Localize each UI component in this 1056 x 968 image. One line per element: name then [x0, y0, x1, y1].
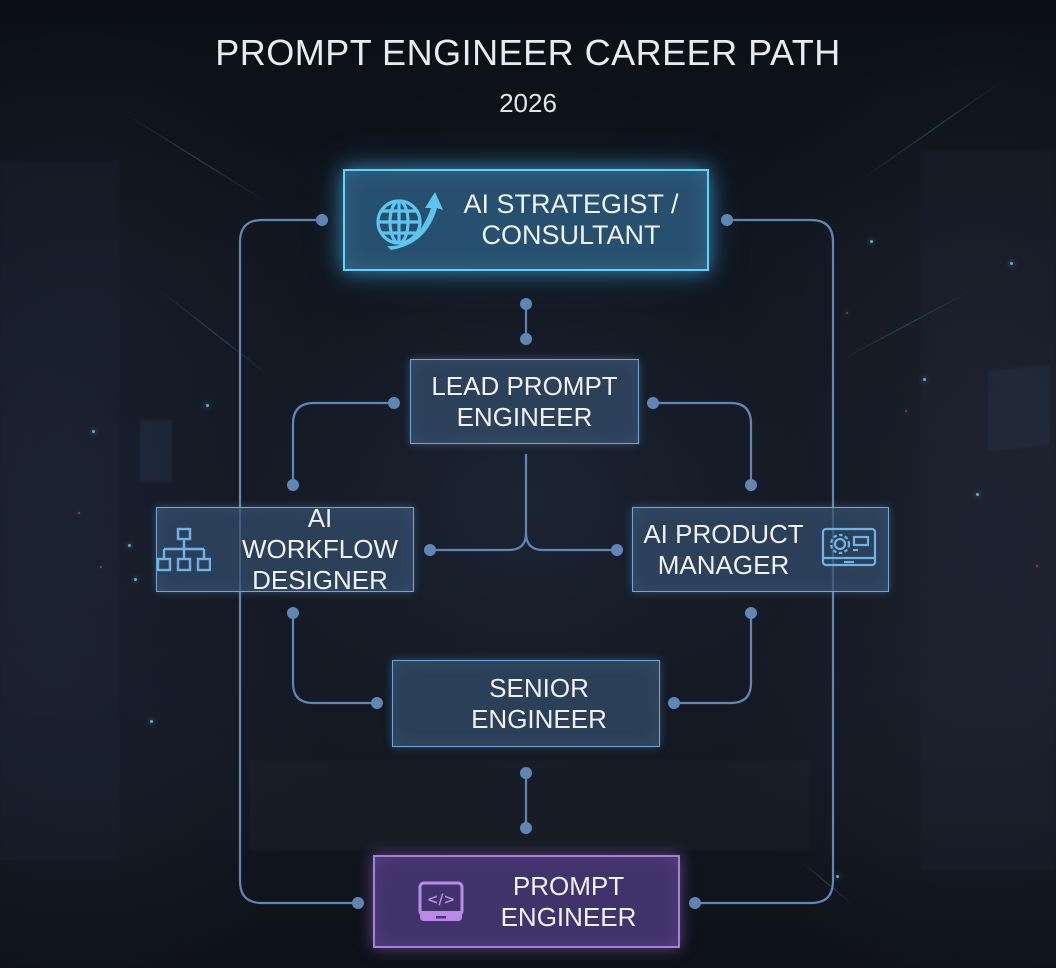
bg-particle — [128, 544, 131, 547]
bg-particle — [150, 720, 153, 723]
node-label: SENIOR ENGINEER — [471, 672, 607, 734]
node-lead-prompt-engineer[interactable]: LEAD PROMPT ENGINEER — [410, 359, 639, 444]
year-subtitle: 2026 — [499, 88, 557, 118]
bg-particle — [905, 410, 907, 412]
page-title: PROMPT ENGINEER CAREER PATH — [215, 32, 841, 73]
bg-particle — [1010, 262, 1013, 265]
bg-particle — [134, 578, 137, 581]
connector-lead-branch — [430, 454, 528, 552]
node-ai-product-manager[interactable]: AI PRODUCT MANAGER — [632, 507, 889, 592]
globe-growth-arrow-icon — [373, 188, 445, 252]
node-ai-workflow-designer[interactable]: AI WORKFLOW DESIGNER — [156, 503, 414, 595]
bg-screen-panel — [920, 150, 1056, 870]
node-label: AI PRODUCT MANAGER — [643, 518, 804, 580]
connector-workflow-senior — [291, 613, 377, 705]
connector-lead-workflow — [291, 401, 394, 485]
node-label: AI STRATEGIST / CONSULTANT — [463, 189, 679, 250]
bg-particle — [923, 378, 926, 381]
bg-screen-panel — [0, 160, 120, 860]
node-label: PROMPT ENGINEER — [500, 870, 637, 932]
node-label: AI WORKFLOW DESIGNER — [242, 503, 398, 595]
bg-particle — [92, 430, 95, 433]
svg-text:</>: </> — [426, 892, 455, 908]
bg-screen-panel — [140, 420, 172, 482]
org-chart-hierarchy-icon — [157, 527, 211, 573]
connector-lead-branch-right — [524, 532, 617, 552]
connector-product-senior — [674, 613, 753, 705]
monitor-gear-icon — [820, 527, 878, 573]
bg-particle — [206, 404, 209, 407]
laptop-code-icon: </> — [417, 881, 465, 923]
node-ai-strategist[interactable]: AI STRATEGIST / CONSULTANT — [343, 169, 709, 271]
node-prompt-engineer[interactable]: </> PROMPT ENGINEER — [373, 855, 680, 948]
node-senior-engineer[interactable]: SENIOR ENGINEER — [392, 660, 660, 747]
connector-lead-product — [653, 401, 753, 485]
node-label: LEAD PROMPT ENGINEER — [431, 370, 618, 432]
bg-particle — [836, 875, 839, 878]
bg-particle — [976, 493, 979, 496]
bg-particle — [78, 512, 80, 514]
bg-particle — [846, 312, 848, 314]
bg-particle — [100, 566, 102, 568]
bg-particle — [1036, 565, 1038, 567]
bg-particle — [870, 240, 873, 243]
